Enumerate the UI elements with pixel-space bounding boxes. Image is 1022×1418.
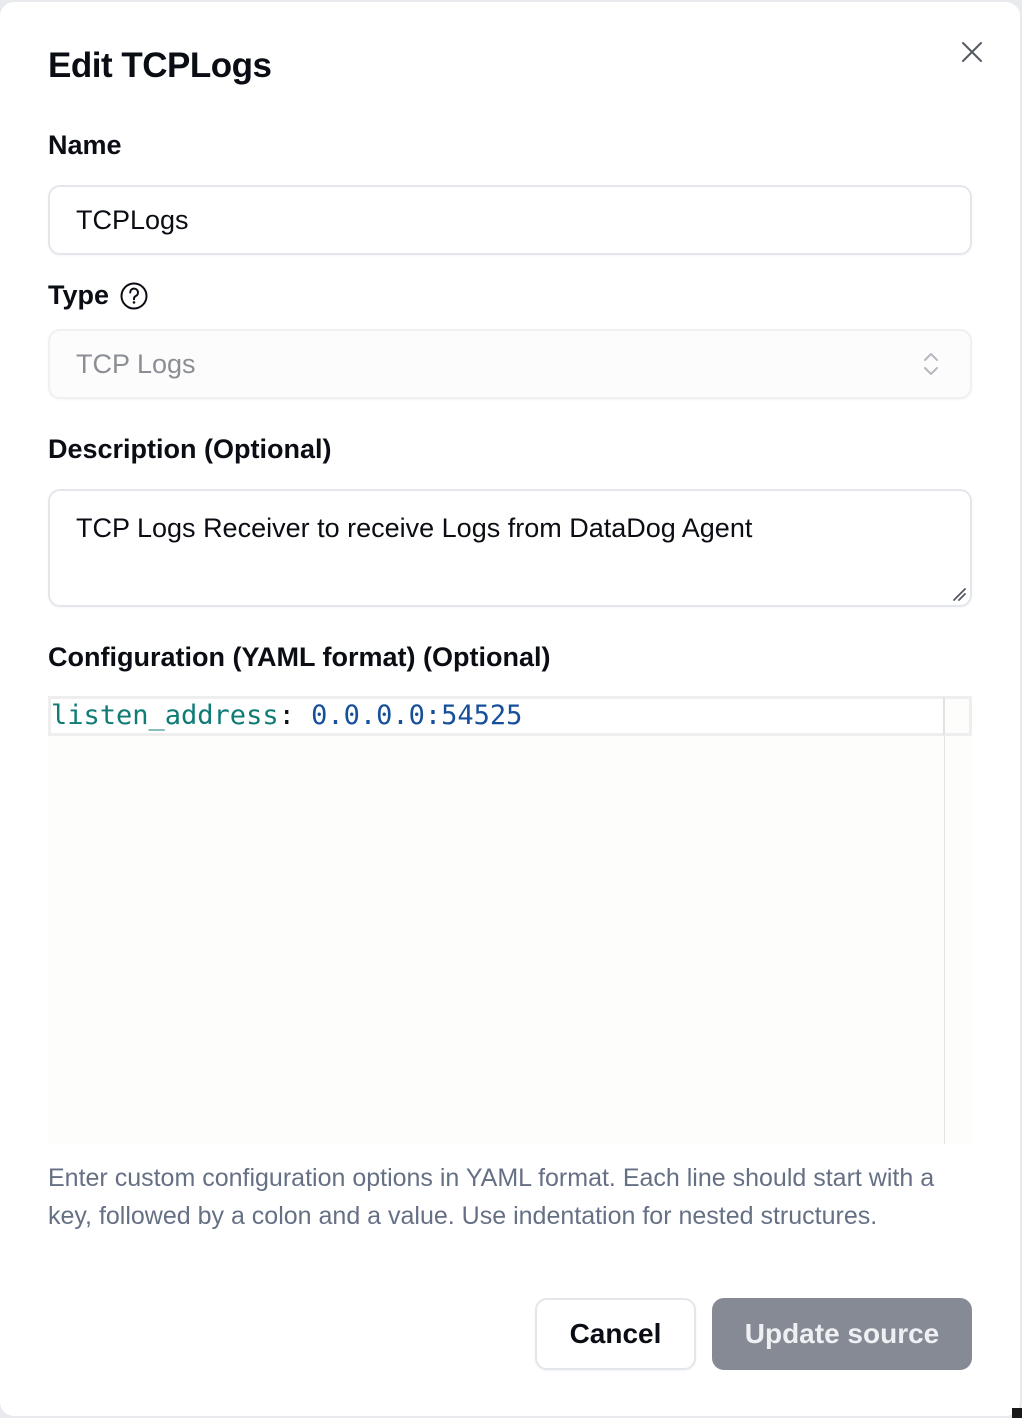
configuration-help-text: Enter custom configuration options in YA… <box>48 1164 935 1230</box>
editor-scrollbar-divider <box>944 736 945 1144</box>
yaml-value: 0.0.0.0:54525 <box>311 700 523 731</box>
dialog-title: Edit TCPLogs <box>48 46 272 85</box>
question-circle-icon[interactable] <box>119 281 149 311</box>
type-label: Type <box>48 280 149 311</box>
configuration-label-text: Configuration (YAML format) (Optional) <box>48 642 551 672</box>
description-textarea[interactable]: TCP Logs Receiver to receive Logs from D… <box>48 489 972 607</box>
window-corner <box>1012 1408 1022 1418</box>
name-label: Name <box>48 130 122 161</box>
type-label-text: Type <box>48 280 110 310</box>
close-icon <box>962 42 982 62</box>
cancel-button[interactable]: Cancel <box>535 1298 696 1370</box>
close-button[interactable] <box>956 36 988 68</box>
yaml-colon: : <box>278 700 312 731</box>
type-select[interactable]: TCP Logs <box>48 329 972 399</box>
name-input[interactable]: TCPLogs <box>48 185 972 255</box>
yaml-code-editor[interactable]: listen_address: 0.0.0.0:54525 <box>48 696 972 1144</box>
description-label: Description (Optional) <box>48 434 332 465</box>
resize-handle-icon[interactable] <box>952 587 966 601</box>
description-textarea-value: TCP Logs Receiver to receive Logs from D… <box>76 513 753 543</box>
yaml-key: listen_address <box>51 700 279 731</box>
chevron-up-down-icon <box>924 353 938 375</box>
update-source-button[interactable]: Update source <box>712 1298 972 1370</box>
name-label-text: Name <box>48 130 122 160</box>
editor-scrollbar-track[interactable] <box>943 696 972 736</box>
name-input-value: TCPLogs <box>76 204 189 235</box>
configuration-label: Configuration (YAML format) (Optional) <box>48 642 550 673</box>
type-select-value: TCP Logs <box>76 348 196 379</box>
description-label-text: Description (Optional) <box>48 434 332 464</box>
editor-active-line[interactable]: listen_address: 0.0.0.0:54525 <box>48 696 972 736</box>
